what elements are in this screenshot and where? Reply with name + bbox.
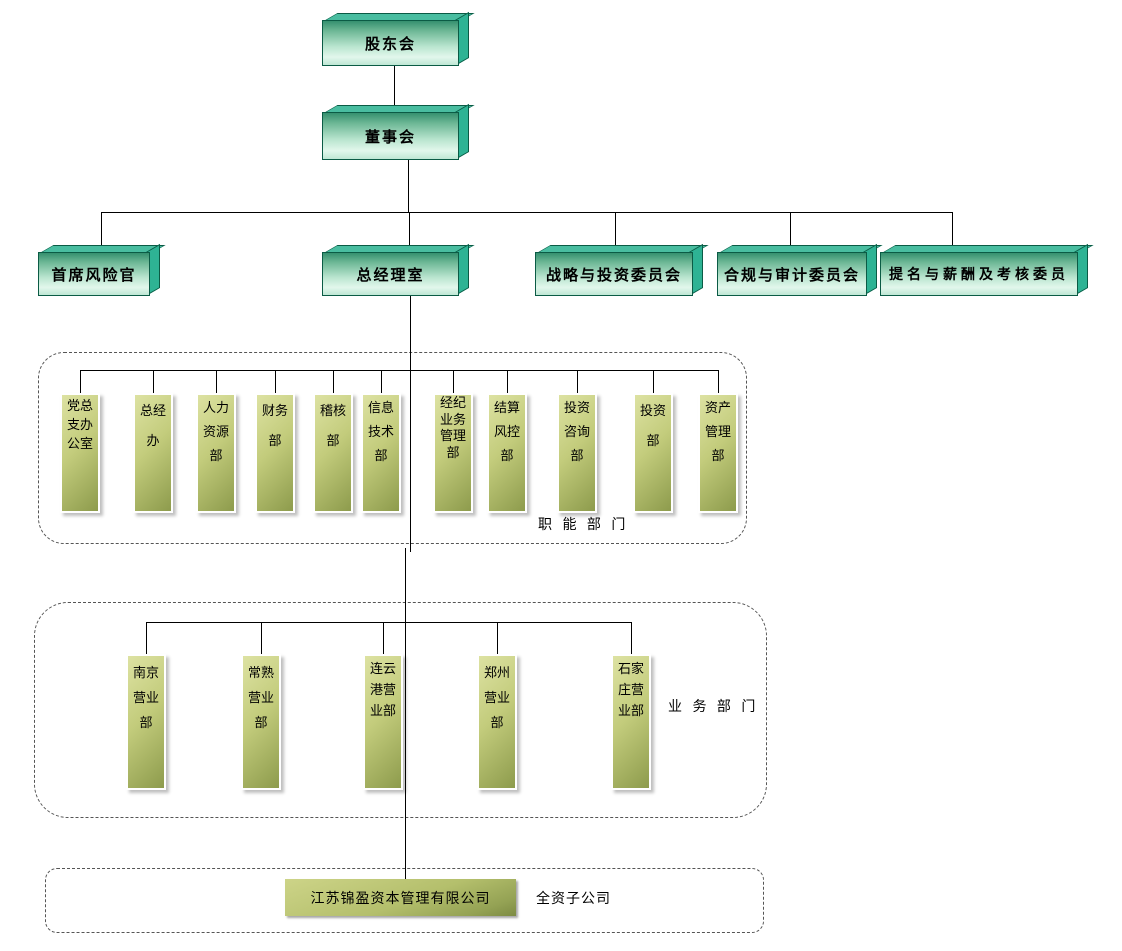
compliance-audit-committee-label: 合规与审计委员会 xyxy=(717,252,867,296)
connector-line xyxy=(615,212,616,252)
functional-departments-container xyxy=(38,352,747,544)
connector-line xyxy=(405,548,406,880)
nomination-compensation-assessment-committee-box: 提名与薪酬及考核委员 xyxy=(880,243,1094,296)
connector-line xyxy=(410,294,411,552)
board-of-directors-label: 董事会 xyxy=(322,112,459,160)
connector-line xyxy=(381,370,382,393)
connector-line xyxy=(216,370,217,393)
board-of-directors-box: 董事会 xyxy=(322,103,475,160)
connector-line xyxy=(408,158,409,212)
business-dept-box-changshu: 常熟营业部 xyxy=(241,654,281,790)
chief-risk-officer-box: 首席风险官 xyxy=(38,243,166,296)
general-manager-office-box: 总经理室 xyxy=(322,243,475,296)
business-departments-label: 业 务 部 门 xyxy=(668,699,759,715)
functional-dept-box-information-technology: 信息技术部 xyxy=(361,393,401,513)
connector-line xyxy=(631,622,632,654)
connector-line xyxy=(383,622,384,654)
connector-line xyxy=(718,370,719,393)
subsidiary-label: 全资子公司 xyxy=(536,891,611,907)
functional-dept-box-investment-consulting: 投资咨询部 xyxy=(557,393,597,513)
connector-line xyxy=(261,622,262,654)
functional-dept-box-brokerage-business-management: 经纪业务管理部 xyxy=(433,393,473,513)
shareholders-box: 股东会 xyxy=(322,11,475,67)
connector-line xyxy=(146,622,632,623)
connector-line xyxy=(101,212,102,252)
strategy-investment-committee-label: 战略与投资委员会 xyxy=(535,252,693,296)
functional-dept-box-finance: 财务部 xyxy=(255,393,295,513)
general-manager-office-label: 总经理室 xyxy=(322,252,459,296)
connector-line xyxy=(653,370,654,393)
functional-dept-box-gm-office: 总经办 xyxy=(133,393,173,513)
connector-line xyxy=(275,370,276,393)
connector-line xyxy=(790,212,791,252)
connector-line xyxy=(333,370,334,393)
connector-line xyxy=(101,212,952,213)
business-dept-box-shijiazhuang: 石家庄营业部 xyxy=(611,654,651,790)
business-departments-container xyxy=(34,602,767,818)
chief-risk-officer-label: 首席风险官 xyxy=(38,252,150,296)
connector-line xyxy=(80,370,81,393)
connector-line xyxy=(577,370,578,393)
business-dept-box-zhengzhou: 郑州营业部 xyxy=(477,654,517,790)
strategy-investment-committee-box: 战略与投资委员会 xyxy=(535,243,709,296)
connector-line xyxy=(80,370,718,371)
connector-line xyxy=(507,370,508,393)
connector-line xyxy=(146,622,147,654)
functional-dept-box-party-general-branch-office: 党总支办公室 xyxy=(60,393,100,513)
functional-dept-box-investment: 投资部 xyxy=(633,393,673,513)
functional-dept-box-asset-management: 资产管理部 xyxy=(698,393,738,513)
business-dept-box-lianyungang: 连云港营业部 xyxy=(363,654,403,790)
compliance-audit-committee-box: 合规与审计委员会 xyxy=(717,243,883,296)
business-dept-box-nanjing: 南京营业部 xyxy=(126,654,166,790)
functional-dept-box-audit: 稽核部 xyxy=(313,393,353,513)
connector-line xyxy=(409,212,410,252)
connector-line xyxy=(394,64,395,112)
subsidiary-company-box: 江苏锦盈资本管理有限公司 xyxy=(285,879,516,916)
functional-dept-box-settlement-risk-control: 结算风控部 xyxy=(487,393,527,513)
connector-line xyxy=(153,370,154,393)
nomination-compensation-assessment-committee-label: 提名与薪酬及考核委员 xyxy=(880,252,1078,296)
functional-dept-box-human-resources: 人力资源部 xyxy=(196,393,236,513)
shareholders-label: 股东会 xyxy=(322,20,459,66)
connector-line xyxy=(453,370,454,393)
functional-departments-label: 职 能 部 门 xyxy=(538,517,629,533)
subsidiary-container xyxy=(45,868,764,933)
connector-line xyxy=(952,212,953,252)
connector-line xyxy=(497,622,498,654)
